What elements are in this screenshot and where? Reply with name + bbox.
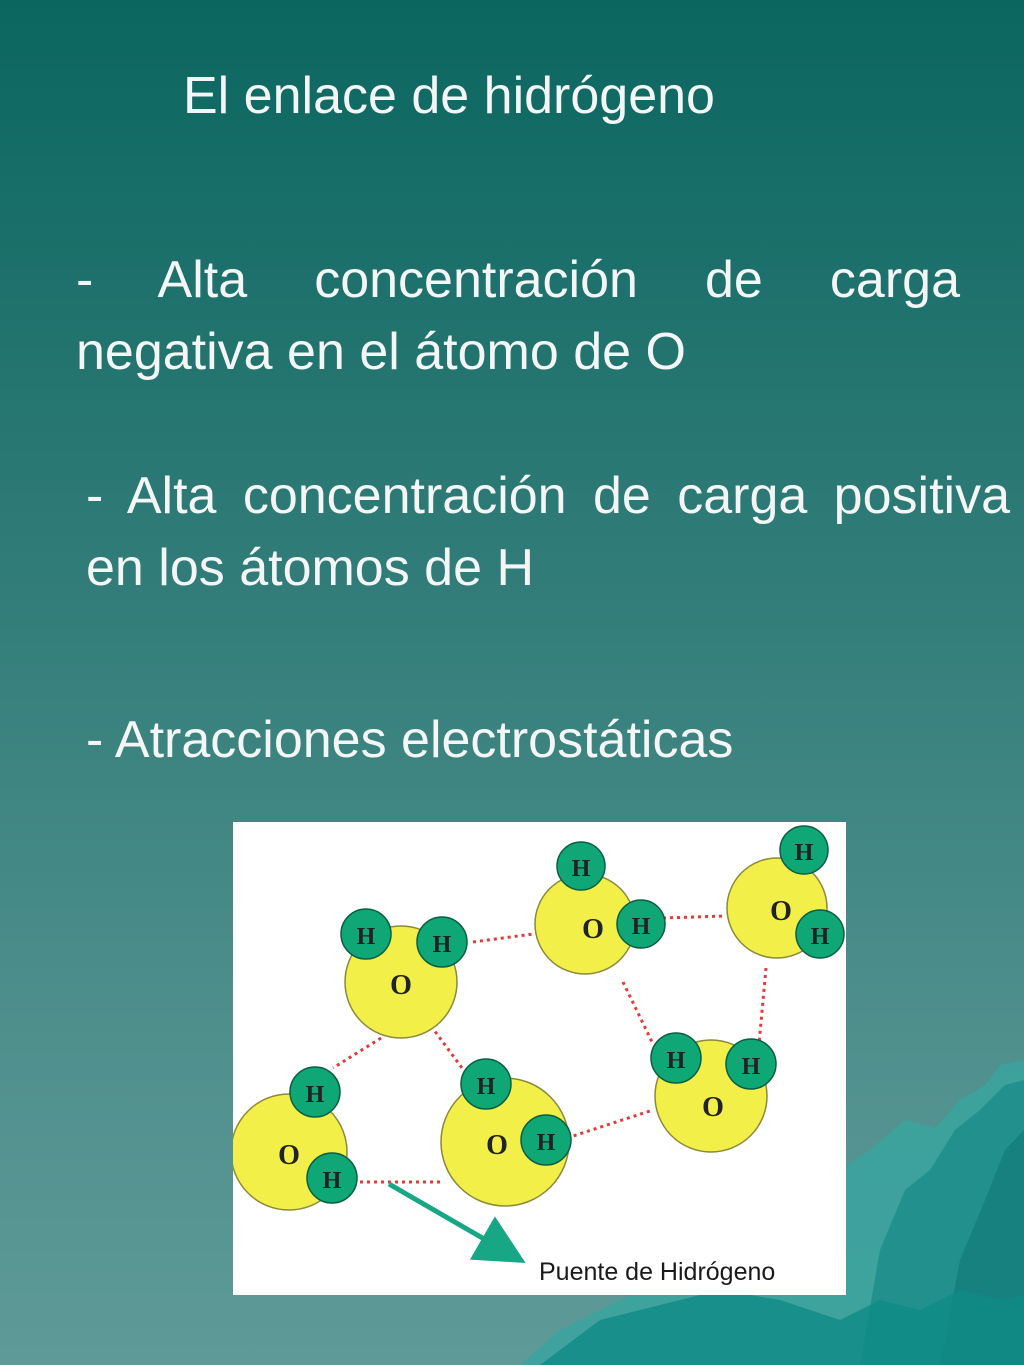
oxygen-label: O xyxy=(702,1092,724,1123)
oxygen-label: O xyxy=(770,896,792,927)
hydrogen-label: H xyxy=(572,856,591,882)
hydrogen-label: H xyxy=(667,1048,686,1074)
hydrogen-atom xyxy=(725,1038,777,1090)
bullet-electrostatic: - Atracciones electrostáticas xyxy=(86,711,734,769)
hydrogen-atom xyxy=(779,825,829,875)
oxygen-label: O xyxy=(582,914,604,945)
hydrogen-bond xyxy=(429,1025,467,1073)
hydrogen-label: H xyxy=(537,1130,556,1156)
hydrogen-atom xyxy=(650,1032,702,1084)
hydrogen-label: H xyxy=(323,1168,342,1194)
water-molecule: O H H xyxy=(650,1032,777,1153)
hydrogen-bond xyxy=(332,1036,382,1070)
bullet-positive-charge: - Alta concentración de carga positiva e… xyxy=(86,467,1010,597)
bullet-negative-charge: - Alta concentración de carga negativa e… xyxy=(76,251,960,381)
hydrogen-label: H xyxy=(811,924,830,950)
water-molecule: O H H xyxy=(233,1066,358,1211)
hydrogen-label: H xyxy=(433,932,452,958)
hydrogen-label: H xyxy=(795,840,814,866)
hydrogen-label: H xyxy=(632,914,651,940)
hydrogen-atom xyxy=(340,908,392,960)
diagram-caption: Puente de Hidrógeno xyxy=(539,1258,775,1286)
water-molecule: O H H xyxy=(534,841,666,975)
hydrogen-bond xyxy=(662,914,726,920)
hydrogen-atom xyxy=(556,841,606,891)
hydrogen-bond xyxy=(566,1108,654,1140)
hydrogen-bond xyxy=(621,981,655,1045)
hydrogen-atom xyxy=(416,916,468,968)
hydrogen-bond-diagram: O H H O H H O H H O H xyxy=(233,822,846,1295)
slide-title: El enlace de hidrógeno xyxy=(183,67,715,125)
caption-arrow xyxy=(387,1181,526,1264)
hydrogen-atom xyxy=(795,909,845,959)
hydrogen-atom xyxy=(289,1066,341,1118)
hydrogen-label: H xyxy=(477,1074,496,1100)
hydrogen-atom xyxy=(520,1114,572,1166)
hydrogen-label: H xyxy=(742,1054,761,1080)
hydrogen-label: H xyxy=(357,924,376,950)
oxygen-label: O xyxy=(486,1130,508,1161)
hydrogen-bonds xyxy=(332,914,768,1184)
hydrogen-bond xyxy=(472,932,534,944)
hydrogen-atom xyxy=(306,1152,358,1204)
hydrogen-atom xyxy=(460,1058,512,1110)
oxygen-label: O xyxy=(278,1140,300,1171)
hydrogen-atom xyxy=(616,899,666,949)
hydrogen-bond xyxy=(757,967,768,1045)
hydrogen-label: H xyxy=(306,1082,325,1108)
water-molecule: O H H xyxy=(340,908,468,1039)
oxygen-label: O xyxy=(390,970,412,1001)
water-molecule: O H H xyxy=(440,1058,572,1207)
water-molecule: O H H xyxy=(726,825,845,959)
